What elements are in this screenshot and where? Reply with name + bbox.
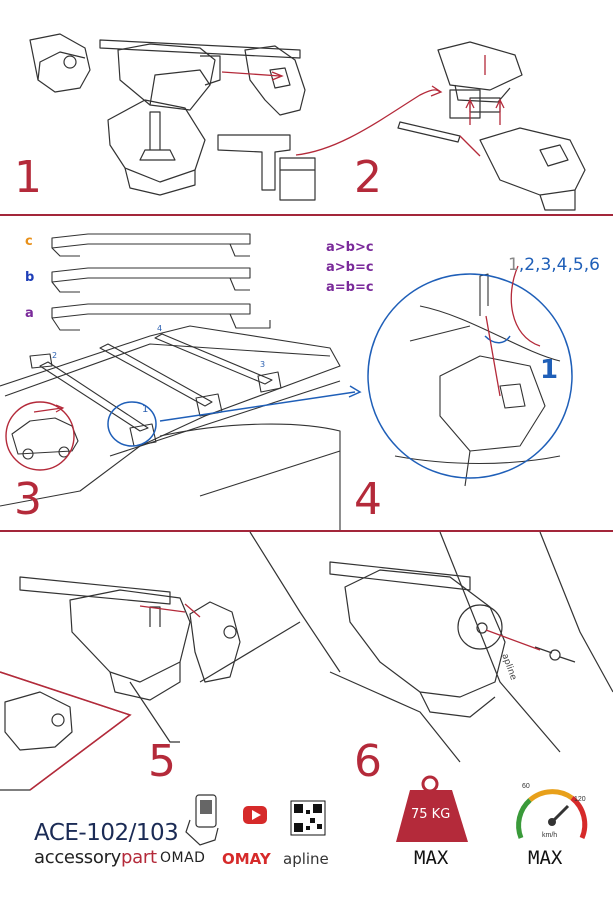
bar-label-c: c xyxy=(25,234,33,249)
step-number-4: 4 xyxy=(354,474,382,525)
mount-point-1: 1 xyxy=(142,404,149,415)
speed-unit: km/h xyxy=(542,832,558,839)
locking-illustration-5-6 xyxy=(0,531,613,791)
load-max-label: MAX xyxy=(414,847,449,869)
step-number-1: 1 xyxy=(14,152,42,203)
mount-point-2: 2 xyxy=(52,351,58,360)
qr-code-icon xyxy=(290,800,326,836)
load-capacity: 75 KG xyxy=(411,807,451,822)
brand-part: part xyxy=(121,847,157,868)
tightening-detail-label: 1 xyxy=(540,355,559,385)
section-divider xyxy=(0,530,613,532)
sequence-rest: ,2,3,4,5,6 xyxy=(518,255,600,275)
model-number: ACE-102/103 xyxy=(34,820,179,846)
height-rule-1: a>b>c xyxy=(326,240,374,255)
brand-accessory: accessory xyxy=(34,847,122,868)
section-divider xyxy=(0,214,613,216)
assembly-illustration-1-2 xyxy=(29,33,586,211)
height-rule-2: a>b=c xyxy=(326,260,374,275)
step-number-2: 2 xyxy=(354,152,382,203)
speed-tick-60: 60 xyxy=(522,783,530,790)
step-number-6: 6 xyxy=(354,736,382,787)
height-rule-3: a=b=c xyxy=(326,280,374,295)
panel-steps-1-2: 1 2 xyxy=(0,0,613,212)
brand-omay: OMAY xyxy=(222,850,271,868)
brand-accessorypart: accessorypart xyxy=(34,847,157,868)
step-number-5: 5 xyxy=(148,736,176,787)
mount-point-3: 3 xyxy=(260,360,266,369)
panel-steps-5-6: apline 5 6 xyxy=(0,531,613,791)
sequence-first: 1 xyxy=(508,255,519,275)
panel-steps-3-4: c b a a>b>c a>b=c a=b=c 1 2 3 4 3 4 xyxy=(0,216,613,530)
mount-point-4: 4 xyxy=(157,324,163,333)
bar-label-b: b xyxy=(25,270,35,285)
installation-illustration-3-4 xyxy=(0,233,573,530)
speed-max-label: MAX xyxy=(528,847,563,869)
tightening-sequence: 1,2,3,4,5,6 xyxy=(508,255,600,275)
step-number-3: 3 xyxy=(14,474,42,525)
brand-omad: OMAD xyxy=(160,850,206,866)
phone-scan-icon xyxy=(185,794,219,846)
speed-tick-120: 120 xyxy=(574,796,586,803)
youtube-icon xyxy=(243,806,267,824)
brand-apline: apline xyxy=(283,850,329,868)
bar-label-a: a xyxy=(25,306,34,321)
